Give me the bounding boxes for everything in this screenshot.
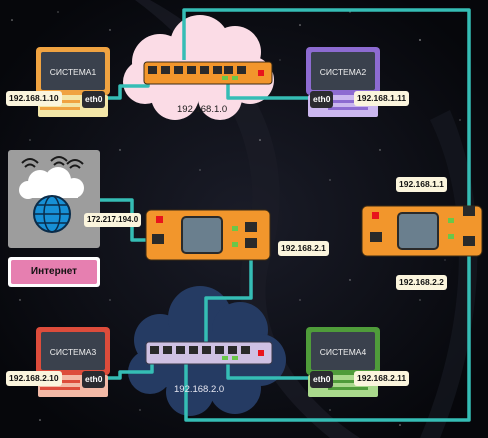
pc-system4[interactable] — [306, 327, 380, 397]
internet-node[interactable] — [8, 150, 100, 248]
cable-switch-bottom-router-right — [184, 240, 471, 422]
cloud-globe-icon — [19, 156, 84, 233]
switch-bottom[interactable] — [145, 341, 273, 365]
network-top-label: 192.168.1.0 — [177, 104, 228, 115]
pc3-eth-port[interactable]: eth0 — [82, 371, 106, 388]
pc2-eth-port[interactable]: eth0 — [310, 91, 334, 108]
network-bottom-label: 192.168.2.0 — [174, 384, 225, 395]
pc2-ip-label: 192.168.1.11 — [354, 91, 410, 106]
pc3-ip-label: 192.168.2.10 — [6, 371, 62, 386]
pc4-title: СИСТЕМА4 — [319, 347, 367, 357]
pc3-title: СИСТЕМА3 — [49, 347, 97, 357]
pc1-ip-label: 192.168.1.10 — [6, 91, 62, 106]
pc4-eth-port[interactable]: eth0 — [310, 371, 334, 388]
internet-label: Интернет — [11, 260, 97, 284]
pc1-title: СИСТЕМА1 — [49, 67, 97, 77]
pc4-ip-label: 192.168.2.11 — [354, 371, 410, 386]
cable-router-center-switch-bottom — [204, 244, 253, 346]
cable-pc3-switch-bottom — [103, 356, 154, 380]
cable-switch-top-pc2 — [226, 78, 308, 100]
pc1-eth-port[interactable]: eth0 — [82, 91, 106, 108]
pc2-title: СИСТЕМА2 — [319, 67, 367, 77]
router-right-ip-bottom: 192.168.2.2 — [396, 275, 447, 290]
router-right-ip-top: 192.168.1.1 — [396, 177, 447, 192]
pc-system3[interactable] — [36, 327, 110, 397]
switch-top[interactable] — [143, 61, 273, 85]
cable-switch-top-router-right — [182, 8, 471, 212]
cables — [98, 8, 471, 422]
router-center-ip-label: 192.168.2.1 — [278, 241, 329, 256]
internet-ip-label: 172.217.194.0 — [84, 213, 142, 227]
internet-label-box: Интернет — [8, 257, 100, 287]
stars — [11, 9, 471, 426]
router-center[interactable] — [145, 209, 271, 261]
router-right[interactable] — [361, 205, 483, 257]
